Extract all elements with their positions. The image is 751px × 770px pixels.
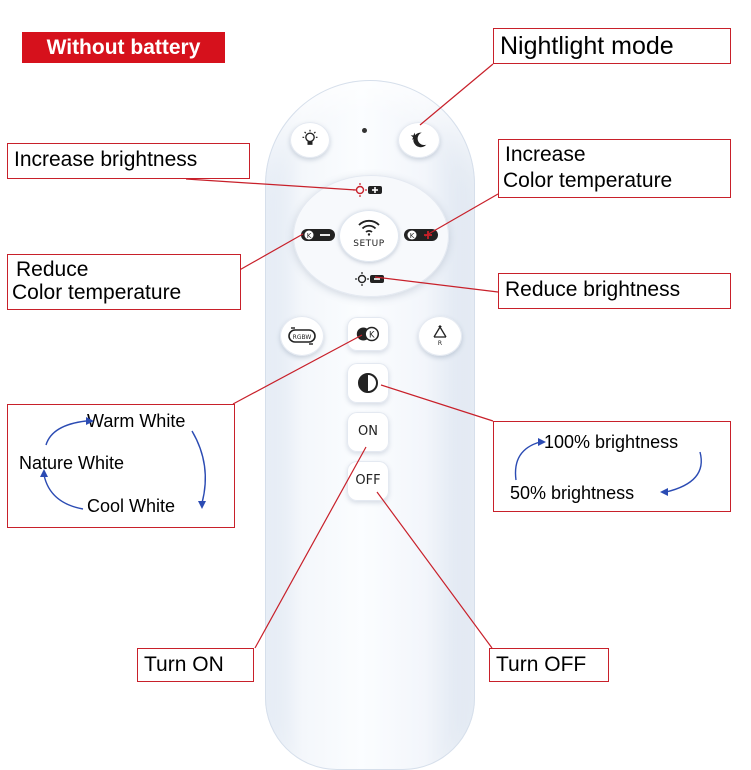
nature-white-label: Nature White — [19, 453, 125, 473]
increase-brightness-label: Increase brightness — [7, 143, 250, 179]
reduce-brightness-label: Reduce brightness — [498, 273, 731, 309]
svg-text:K: K — [410, 232, 415, 240]
half-circle-icon — [358, 373, 378, 393]
rgb-cycle-icon: RGBW — [288, 327, 316, 345]
color-cycle-box: Warm White Nature White Cool White — [7, 404, 235, 528]
setup-label: SETUP — [353, 239, 385, 249]
reduce-color-temperature-label: Reduce Color temperature — [7, 254, 241, 310]
color-mode-button[interactable]: K — [347, 317, 389, 351]
full-brightness-label: 100% brightness — [544, 432, 679, 452]
recycle-button[interactable]: R — [418, 316, 462, 356]
temp-down-button[interactable]: K — [300, 227, 336, 243]
without-battery-badge: Without battery — [22, 32, 225, 63]
reduce-temp-line2: Color temperature — [12, 281, 182, 304]
k-minus-icon: K — [301, 229, 335, 241]
wifi-icon — [358, 219, 380, 236]
on-label: ON — [358, 424, 378, 439]
k-toggle-icon: K — [356, 326, 380, 342]
color-cycle-arrows — [40, 417, 207, 510]
increase-temp-line2: Color temperature — [503, 169, 673, 192]
moon-star-icon — [410, 132, 427, 148]
brightness-cycle-box: 100% brightness 50% brightness — [493, 421, 731, 512]
brightness-up-button[interactable] — [350, 182, 386, 198]
increase-temp-line1: Increase — [505, 143, 586, 166]
sun-plus-icon — [353, 183, 382, 197]
brightness-toggle-button[interactable] — [347, 363, 389, 403]
svg-text:RGBW: RGBW — [293, 334, 312, 341]
turn-on-label: Turn ON — [137, 648, 254, 682]
brightness-cycle-arrows — [514, 438, 702, 496]
nightlight-button[interactable] — [398, 122, 440, 158]
rgb-button[interactable]: RGBW — [280, 316, 324, 356]
setup-button[interactable]: SETUP — [339, 210, 399, 262]
increase-color-temperature-label: Increase Color temperature — [498, 139, 731, 198]
warm-white-label: Warm White — [87, 411, 186, 431]
svg-text:K: K — [307, 232, 312, 240]
k-plus-icon: K — [404, 229, 438, 241]
sun-minus-icon — [355, 272, 384, 286]
half-brightness-label: 50% brightness — [510, 483, 635, 503]
brightness-down-button[interactable] — [352, 271, 388, 287]
cool-white-label: Cool White — [87, 496, 176, 516]
svg-text:K: K — [369, 329, 375, 339]
svg-text:R: R — [438, 340, 442, 347]
temp-up-button[interactable]: K — [403, 227, 439, 243]
off-label: OFF — [355, 473, 381, 488]
turn-off-label: Turn OFF — [489, 648, 609, 682]
on-button[interactable]: ON — [347, 412, 389, 452]
nightlight-mode-label: Nightlight mode — [493, 28, 731, 64]
bulb-button[interactable] — [290, 122, 330, 158]
bulb-icon — [302, 129, 318, 145]
reduce-temp-line1: Reduce — [16, 258, 89, 281]
indicator-led — [362, 128, 367, 133]
recycle-icon: R — [433, 325, 447, 347]
